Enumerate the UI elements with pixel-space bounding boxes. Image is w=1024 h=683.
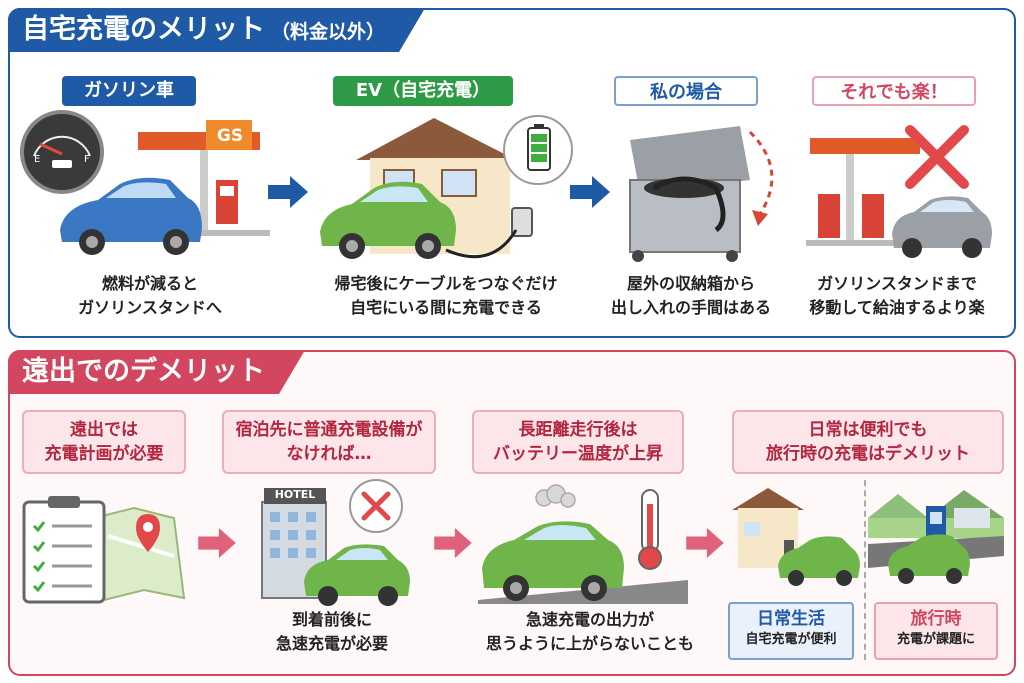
still-easy-illustration bbox=[806, 125, 992, 258]
travel-title: 旅行時 bbox=[910, 609, 962, 629]
box-line: 宿泊先に普通充電設備が bbox=[235, 420, 423, 440]
daily-life-box: 日常生活 自宅充電が便利 bbox=[728, 602, 854, 660]
gas-station-icon bbox=[138, 120, 270, 236]
green-car-icon bbox=[304, 544, 410, 606]
svg-text:E: E bbox=[34, 154, 40, 165]
demerits-title: 遠出でのデメリット bbox=[22, 356, 265, 387]
daily-life-title: 日常生活 bbox=[757, 609, 825, 629]
caption-line: 帰宅後にケーブルをつなぐだけ bbox=[334, 274, 558, 293]
battery-heat-illustration bbox=[478, 484, 688, 604]
clipboard-icon bbox=[22, 496, 106, 604]
curved-arrow-icon bbox=[748, 130, 774, 215]
steam-icon bbox=[535, 484, 576, 508]
charging-station-icon bbox=[926, 506, 990, 542]
arrow-right-icon bbox=[570, 176, 610, 208]
gs-sign-text: GS bbox=[216, 126, 244, 146]
caption-hotel: 到着前後に 急速充電が必要 bbox=[232, 608, 432, 656]
box-line: 充電計画が必要 bbox=[44, 444, 164, 464]
box-line: 長距離走行後は bbox=[518, 420, 638, 440]
red-x-icon bbox=[905, 125, 969, 189]
ev-home-illustration bbox=[320, 115, 573, 259]
gray-car-icon bbox=[892, 196, 992, 258]
caption-gasoline: 燃料が減ると ガソリンスタンドへ bbox=[30, 272, 270, 320]
box-battery-temp: 長距離走行後は バッテリー温度が上昇 bbox=[472, 410, 684, 474]
green-car-icon bbox=[888, 534, 970, 584]
caption-still-easy: ガソリンスタンドまで 移動して給油するより楽 bbox=[786, 272, 1008, 320]
caption-line: 思うように上がらないことも bbox=[485, 634, 694, 653]
svg-text:F: F bbox=[84, 154, 90, 165]
caption-line: 出し入れの手間はある bbox=[610, 298, 771, 317]
box-line: 旅行時の充電はデメリット bbox=[766, 444, 970, 464]
arrow-right-icon bbox=[268, 176, 308, 208]
label-my-case: 私の場合 bbox=[614, 76, 758, 106]
box-line: 遠出では bbox=[70, 420, 138, 440]
box-line: バッテリー温度が上昇 bbox=[493, 444, 663, 464]
merits-title-suffix: （料金以外） bbox=[271, 21, 386, 43]
travel-illustration bbox=[868, 490, 1004, 584]
travel-box: 旅行時 充電が課題に bbox=[874, 602, 998, 660]
box-no-hotel-charger: 宿泊先に普通充電設備が なければ… bbox=[222, 410, 436, 474]
fuel-gauge-icon: E F bbox=[20, 110, 104, 194]
green-car-icon bbox=[778, 536, 860, 586]
gas-station-icon bbox=[806, 138, 926, 246]
box-line: なければ… bbox=[286, 444, 372, 464]
merits-title: 自宅充電のメリット bbox=[22, 14, 265, 45]
label-gasoline-car: ガソリン車 bbox=[62, 76, 196, 106]
divider bbox=[864, 480, 866, 660]
arrow-right-icon bbox=[198, 528, 236, 558]
travel-sub: 充電が課題に bbox=[896, 632, 975, 647]
storage-box-icon bbox=[629, 126, 750, 262]
caption-line: 到着前後に bbox=[291, 610, 372, 629]
green-ev-icon bbox=[320, 181, 456, 259]
label-ev-home-charging: EV（自宅充電） bbox=[333, 76, 513, 106]
caption-battery-heat: 急速充電の出力が 思うように上がらないことも bbox=[472, 608, 708, 656]
caption-line: ガソリンスタンドまで bbox=[817, 274, 977, 293]
thermometer-icon bbox=[638, 489, 662, 570]
caption-line: 自宅にいる間に充電できる bbox=[350, 298, 542, 317]
blue-car-icon bbox=[60, 177, 202, 255]
planning-illustration bbox=[22, 496, 186, 604]
demerits-banner: 遠出でのデメリット bbox=[8, 350, 305, 394]
arrow-right-icon bbox=[434, 528, 472, 558]
gasoline-illustration: E F bbox=[20, 110, 270, 255]
charger-icon bbox=[445, 207, 533, 259]
daily-illustration bbox=[732, 488, 860, 586]
caption-line: ガソリンスタンドへ bbox=[78, 298, 222, 317]
daily-life-sub: 自宅充電が便利 bbox=[745, 632, 837, 647]
hotel-sign-text: HOTEL bbox=[274, 488, 316, 501]
hotel-illustration bbox=[261, 479, 410, 606]
caption-line: 屋外の収納箱から bbox=[626, 274, 755, 293]
storage-box-illustration bbox=[629, 126, 774, 262]
caption-line: 急速充電の出力が bbox=[525, 610, 654, 629]
box-line: 日常は便利でも bbox=[808, 420, 928, 440]
caption-my-case: 屋外の収納箱から 出し入れの手間はある bbox=[596, 272, 786, 320]
box-planning-needed: 遠出では 充電計画が必要 bbox=[22, 410, 186, 474]
green-car-icon bbox=[482, 521, 624, 601]
battery-bubble-icon bbox=[503, 115, 573, 185]
caption-line: 急速充電が必要 bbox=[275, 634, 388, 653]
caption-line: 燃料が減ると bbox=[101, 274, 198, 293]
box-daily-vs-travel: 日常は便利でも 旅行時の充電はデメリット bbox=[732, 410, 1004, 474]
caption-line: 移動して給油するより楽 bbox=[809, 298, 985, 317]
label-still-easy: それでも楽！ bbox=[812, 76, 976, 106]
map-pin-icon bbox=[136, 514, 160, 552]
arrow-right-icon bbox=[686, 528, 724, 558]
caption-ev: 帰宅後にケーブルをつなぐだけ 自宅にいる間に充電できる bbox=[296, 272, 596, 320]
x-bubble-icon bbox=[349, 479, 403, 533]
merits-banner: 自宅充電のメリット （料金以外） bbox=[8, 8, 425, 52]
